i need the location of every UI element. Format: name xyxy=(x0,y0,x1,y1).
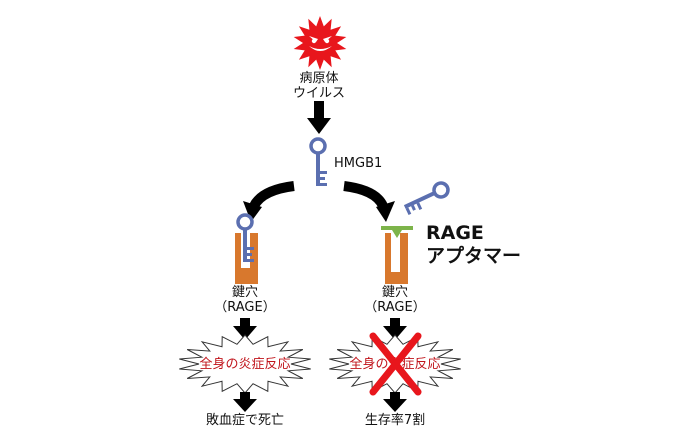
aptamer-label-line1: RAGE xyxy=(426,222,484,244)
hmgb1-label: HMGB1 xyxy=(334,156,383,171)
aptamer-label-line2: アプタマー xyxy=(426,244,522,267)
pathogen-label-line1: 病原体 xyxy=(299,71,339,86)
keyhole-right-label: 鍵穴 （RAGE） xyxy=(355,285,435,316)
keyhole-icon xyxy=(235,233,258,284)
aptamer-icon xyxy=(381,226,413,238)
pathogen-label: 病原体 ウイルス xyxy=(284,71,354,102)
pathogen-label-line2: ウイルス xyxy=(292,85,345,101)
keyhole-right-label-line1: 鍵穴 xyxy=(381,285,408,300)
arrow-down-icon xyxy=(383,318,407,340)
keyhole-left-label-line2: （RAGE） xyxy=(214,299,276,315)
keyhole-left-label-line1: 鍵穴 xyxy=(231,285,258,300)
curved-arrow-icon xyxy=(243,181,295,222)
curved-arrow-icon xyxy=(343,181,395,222)
arrow-down-icon xyxy=(383,392,407,412)
keyhole-icon xyxy=(385,233,408,284)
outcome-left-label: 敗血症で死亡 xyxy=(205,413,284,428)
outcome-right-label: 生存率7割 xyxy=(364,413,426,428)
aptamer-label: RAGE アプタマー xyxy=(426,222,521,268)
arrow-down-icon xyxy=(307,101,331,134)
arrow-down-icon xyxy=(233,392,257,412)
virus-icon xyxy=(293,16,347,70)
inflammation-left-label: 全身の炎症反応 xyxy=(199,357,291,372)
keyhole-left-label: 鍵穴 （RAGE） xyxy=(205,285,285,316)
arrow-down-icon xyxy=(233,318,257,340)
keyhole-right-label-line2: （RAGE） xyxy=(364,299,426,315)
